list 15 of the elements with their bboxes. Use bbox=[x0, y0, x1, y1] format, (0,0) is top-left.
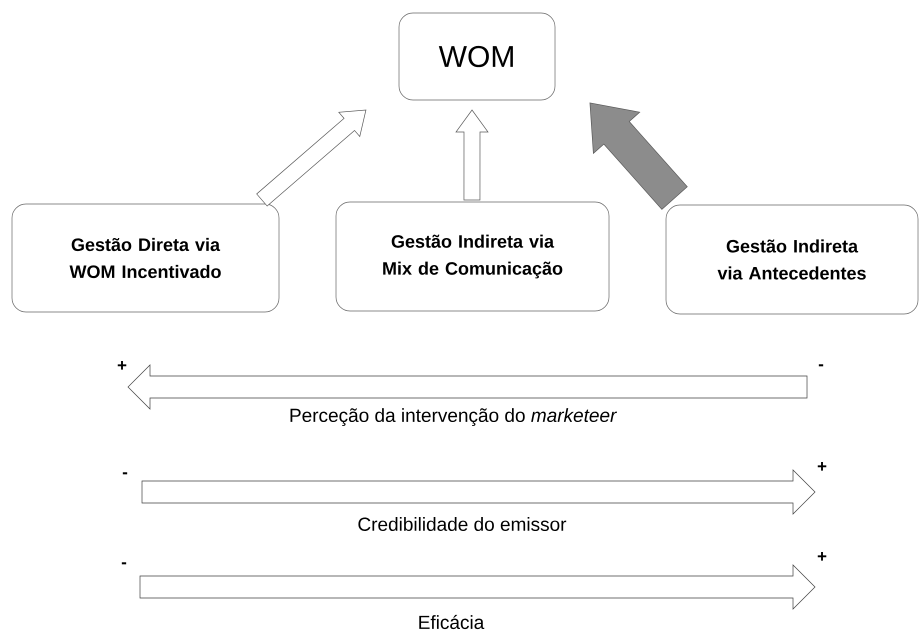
process-box: Gestão Indireta via Antecedentes bbox=[666, 204, 918, 314]
scale-sign: + bbox=[818, 462, 826, 471]
process-box: Gestão Direta via WOM Incentivado bbox=[12, 204, 280, 312]
process-box: WOM bbox=[398, 12, 556, 100]
scale-sign: - bbox=[818, 364, 824, 366]
axis-label: Credibilidade do emissor bbox=[358, 517, 566, 531]
block-arrow bbox=[590, 102, 688, 210]
scale-sign: + bbox=[818, 552, 826, 561]
block-arrow bbox=[455, 109, 489, 200]
scale-sign: - bbox=[122, 562, 126, 564]
scale-sign: + bbox=[118, 361, 126, 370]
axis-label: Perceção da intervenção do marketeer bbox=[290, 408, 618, 426]
process-box: Gestão Indireta via Mix de Comunicação bbox=[336, 202, 610, 312]
axis-label: Eficácia bbox=[419, 614, 484, 630]
scale-sign: - bbox=[122, 472, 128, 474]
